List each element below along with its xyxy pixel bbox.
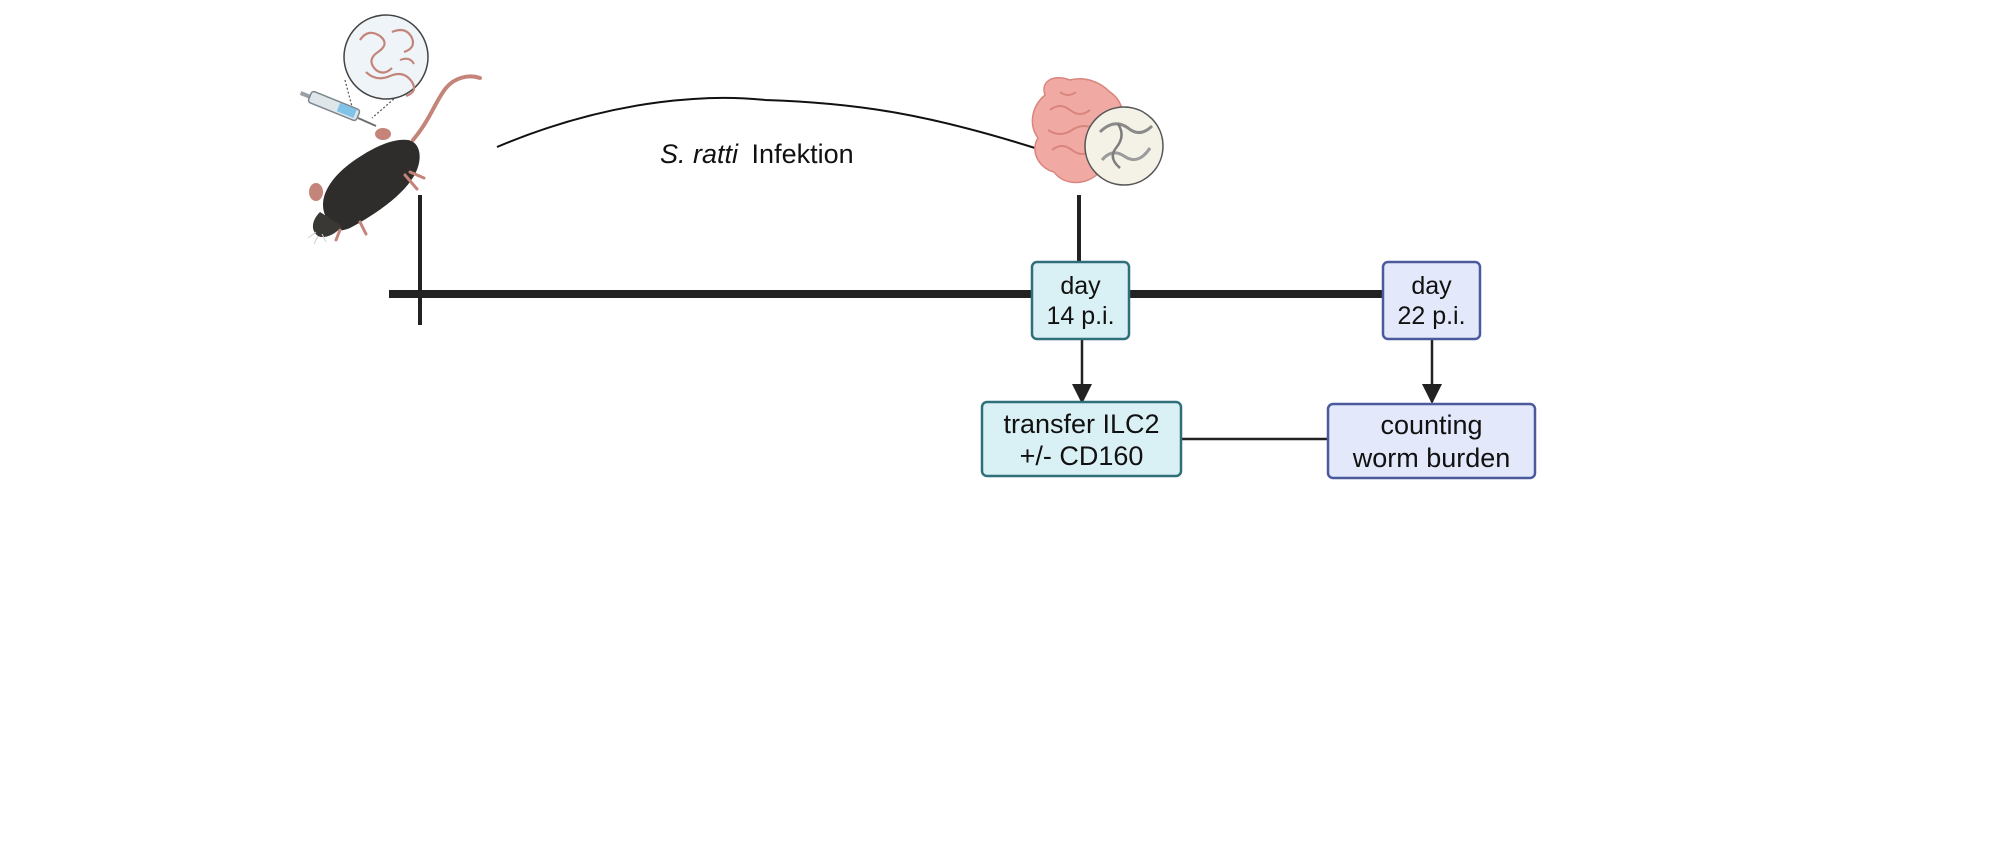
- infection-species: S. ratti: [660, 139, 739, 169]
- day14-box: day 14 p.i.: [1030, 260, 1131, 341]
- mouse-icon: [307, 74, 482, 245]
- larvae-magnified-icon: [343, 14, 429, 119]
- infection-label: S. ratti Infektion: [660, 139, 854, 169]
- day22-box: day 22 p.i.: [1381, 260, 1482, 341]
- infection-arc: [496, 96, 1036, 149]
- adult-worms-magnified-icon: [1084, 106, 1164, 186]
- transfer-box: transfer ILC2 +/- CD160: [980, 400, 1183, 478]
- counting-line1: counting: [1380, 410, 1482, 440]
- day22-line1: day: [1411, 272, 1452, 300]
- day14-line1: day: [1060, 272, 1101, 300]
- syringe-icon: [299, 90, 377, 127]
- counting-box: counting worm burden: [1326, 402, 1537, 480]
- infection-word: Infektion: [752, 139, 854, 169]
- transfer-line2: +/- CD160: [1020, 441, 1144, 471]
- intestine-group: [1031, 76, 1164, 186]
- counting-line2: worm burden: [1352, 443, 1511, 473]
- day14-line2: 14 p.i.: [1046, 302, 1114, 330]
- mouse-injection-group: [299, 14, 482, 245]
- day22-line2: 22 p.i.: [1397, 302, 1465, 330]
- transfer-line1: transfer ILC2: [1003, 409, 1159, 439]
